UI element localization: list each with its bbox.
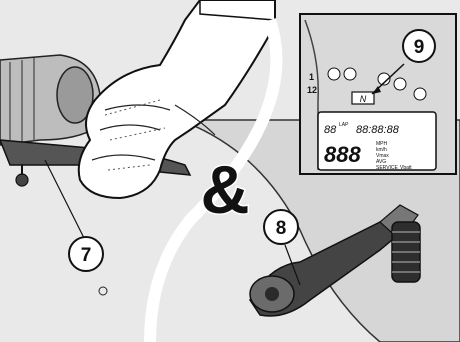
fuel-icon xyxy=(394,78,406,90)
unit-service: SERVICE xyxy=(376,165,399,171)
callout-7: 7 xyxy=(69,237,103,271)
key-icon xyxy=(414,88,426,100)
handlebar-grip xyxy=(0,55,100,145)
unit-vbatt: Vbatt xyxy=(400,165,412,171)
shift-peg xyxy=(392,222,420,282)
neutral-label: N xyxy=(360,94,367,104)
tacho-digit-1: 1 xyxy=(309,72,314,82)
lap-value: 88 xyxy=(324,124,337,136)
lcd-display: 88 LAP 88:88:88 888 MPH km/h Vmax AVG SE… xyxy=(318,112,436,171)
indicator-icon-2 xyxy=(344,68,356,80)
callout-8: 8 xyxy=(264,210,298,244)
lap-label: LAP xyxy=(339,122,349,128)
callout-9-label: 9 xyxy=(414,37,425,58)
callout-8-label: 8 xyxy=(276,218,287,239)
time-value: 88:88:88 xyxy=(356,124,400,136)
ampersand: & xyxy=(200,152,249,228)
indicator-icon-1 xyxy=(328,68,340,80)
tacho-digit-12: 12 xyxy=(307,85,317,95)
callout-7-label: 7 xyxy=(81,245,92,266)
speed-digits: 888 xyxy=(324,142,361,167)
callout-9: 9 xyxy=(403,30,435,62)
